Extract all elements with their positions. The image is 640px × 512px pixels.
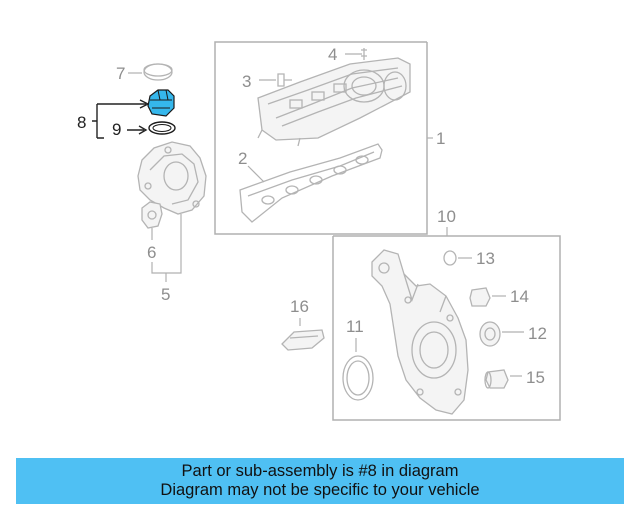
callout-3[interactable]: 3 [242, 72, 251, 91]
banner-line-1: Part or sub-assembly is #8 in diagram [181, 462, 459, 480]
left-parts-group: 7 8 9 [77, 63, 207, 304]
callout-12[interactable]: 12 [528, 324, 547, 343]
guide-part-16[interactable] [281, 329, 325, 351]
ring-part-7[interactable] [143, 63, 173, 81]
callout-14[interactable]: 14 [510, 287, 529, 306]
gasket-part-2[interactable] [239, 143, 383, 223]
bolt-part-3[interactable] [259, 73, 292, 87]
callout-16[interactable]: 16 [290, 297, 309, 316]
callout-2[interactable]: 2 [238, 149, 247, 168]
housing-part-5[interactable] [137, 141, 207, 215]
callout-6[interactable]: 6 [147, 243, 156, 262]
seal-part-11[interactable] [342, 355, 374, 401]
sleeve-part-15[interactable] [484, 369, 509, 389]
plug-part-14[interactable] [469, 287, 491, 307]
callout-9[interactable]: 9 [112, 120, 121, 139]
seal-part-9[interactable] [148, 121, 176, 135]
group-box-1 [214, 41, 428, 235]
callout-11[interactable]: 11 [346, 317, 364, 336]
parts-diagram: 1 4 3 [77, 41, 561, 421]
o-ring-part-13[interactable] [443, 250, 457, 266]
seal-part-12[interactable] [479, 321, 501, 347]
callout-7[interactable]: 7 [116, 64, 125, 83]
callout-4[interactable]: 4 [328, 45, 337, 64]
group-box-10 [332, 235, 561, 421]
callout-10[interactable]: 10 [437, 207, 456, 226]
info-banner: Part or sub-assembly is #8 in diagram Di… [16, 458, 624, 504]
oil-filler-cap-part-8[interactable] [147, 89, 175, 117]
banner-line-2: Diagram may not be specific to your vehi… [160, 481, 480, 499]
stud-part-4[interactable] [345, 48, 367, 60]
valve-cover[interactable] [257, 57, 411, 147]
callout-15[interactable]: 15 [526, 368, 545, 387]
bracket-part-6[interactable] [141, 201, 163, 229]
callout-8[interactable]: 8 [77, 113, 86, 132]
callout-13[interactable]: 13 [476, 249, 495, 268]
timing-cover-group: 10 11 13 [332, 207, 561, 421]
timing-cover[interactable] [371, 249, 469, 415]
valve-cover-group: 1 4 3 [214, 41, 445, 235]
callout-5[interactable]: 5 [161, 285, 170, 304]
callout-1[interactable]: 1 [436, 129, 445, 148]
right-bracket-part-16: 16 [281, 297, 325, 351]
